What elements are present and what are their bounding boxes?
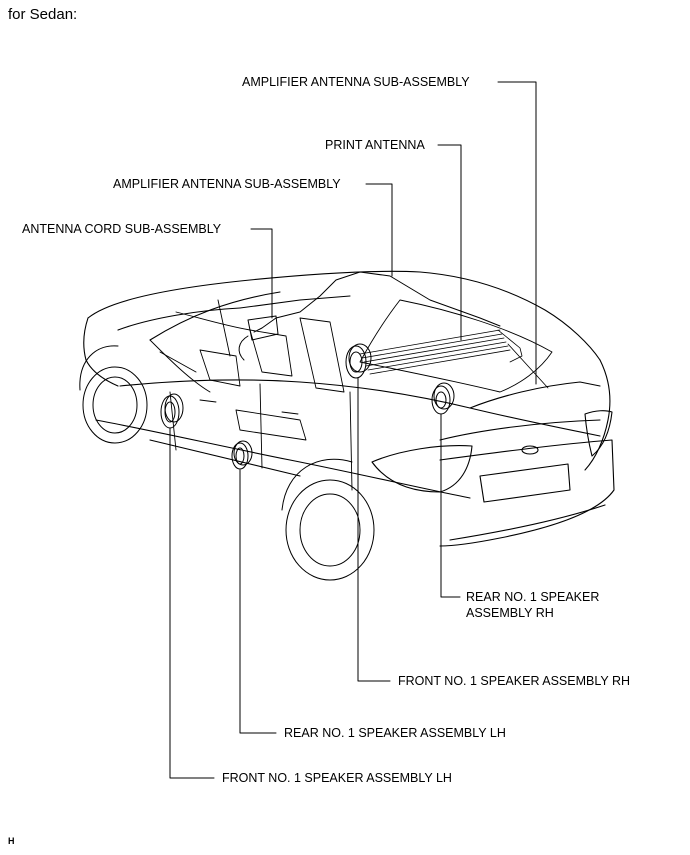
front-speaker-rh bbox=[345, 343, 372, 379]
rear-speaker-rh bbox=[431, 382, 455, 415]
label-antenna-cord: ANTENNA CORD SUB-ASSEMBLY bbox=[22, 222, 222, 236]
rear-speaker-lh bbox=[231, 440, 253, 470]
rear-wheel bbox=[281, 458, 375, 581]
car-body bbox=[83, 270, 615, 547]
label-amplifier-antenna-mid: AMPLIFIER ANTENNA SUB-ASSEMBLY bbox=[113, 177, 341, 191]
print-antenna-lines bbox=[359, 329, 549, 389]
rear-window bbox=[359, 299, 553, 393]
label-rear-speaker-rh-line1: REAR NO. 1 SPEAKER bbox=[466, 590, 600, 604]
corner-mark: H bbox=[8, 836, 15, 846]
diagram-caption: for Sedan: bbox=[8, 6, 78, 23]
leader-lines bbox=[169, 81, 537, 779]
label-rear-speaker-lh: REAR NO. 1 SPEAKER ASSEMBLY LH bbox=[284, 726, 506, 740]
front-wheel bbox=[79, 345, 148, 444]
label-rear-speaker-rh-line2: ASSEMBLY RH bbox=[466, 606, 554, 620]
label-amplifier-antenna-top: AMPLIFIER ANTENNA SUB-ASSEMBLY bbox=[242, 75, 470, 89]
interior bbox=[149, 299, 353, 491]
label-front-speaker-lh: FRONT NO. 1 SPEAKER ASSEMBLY LH bbox=[222, 771, 452, 785]
label-front-speaker-rh: FRONT NO. 1 SPEAKER ASSEMBLY RH bbox=[398, 674, 631, 688]
label-print-antenna: PRINT ANTENNA bbox=[325, 138, 425, 152]
antenna-cord bbox=[238, 271, 501, 361]
